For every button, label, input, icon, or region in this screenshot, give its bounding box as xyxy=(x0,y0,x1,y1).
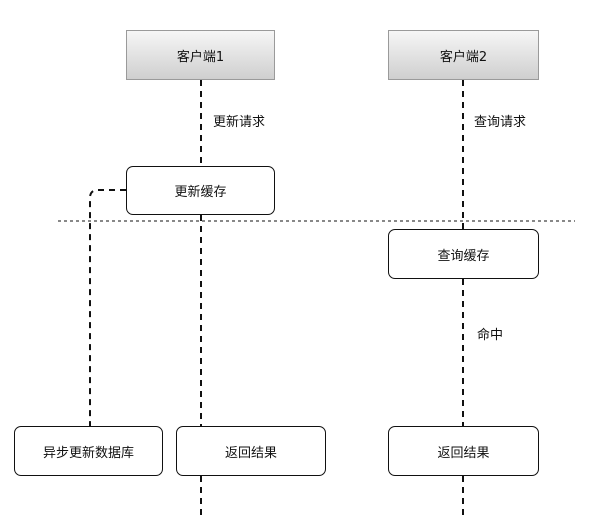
return-result-label-2: 返回结果 xyxy=(437,445,490,461)
query-cache-box: 查询缓存 xyxy=(388,229,539,279)
query-request-label: 查询请求 xyxy=(472,115,529,131)
actor-client2-label: 客户端2 xyxy=(439,49,488,65)
actor-client2: 客户端2 xyxy=(388,30,539,80)
return-result-label-1: 返回结果 xyxy=(224,445,277,461)
update-cache-label: 更新缓存 xyxy=(174,185,227,200)
return-result-box-2: 返回结果 xyxy=(388,426,539,476)
return-result-box-1: 返回结果 xyxy=(176,426,326,476)
update-cache-box: 更新缓存 xyxy=(126,166,275,215)
update-request-label: 更新请求 xyxy=(211,115,268,131)
async-update-db-label: 异步更新数据库 xyxy=(42,445,134,461)
actor-client1: 客户端1 xyxy=(126,30,275,80)
async-update-db-box: 异步更新数据库 xyxy=(14,426,163,476)
async-update-connector xyxy=(89,189,126,426)
query-cache-label: 查询缓存 xyxy=(437,248,490,264)
actor-client1-label: 客户端1 xyxy=(176,49,225,65)
hit-label: 命中 xyxy=(475,328,506,344)
